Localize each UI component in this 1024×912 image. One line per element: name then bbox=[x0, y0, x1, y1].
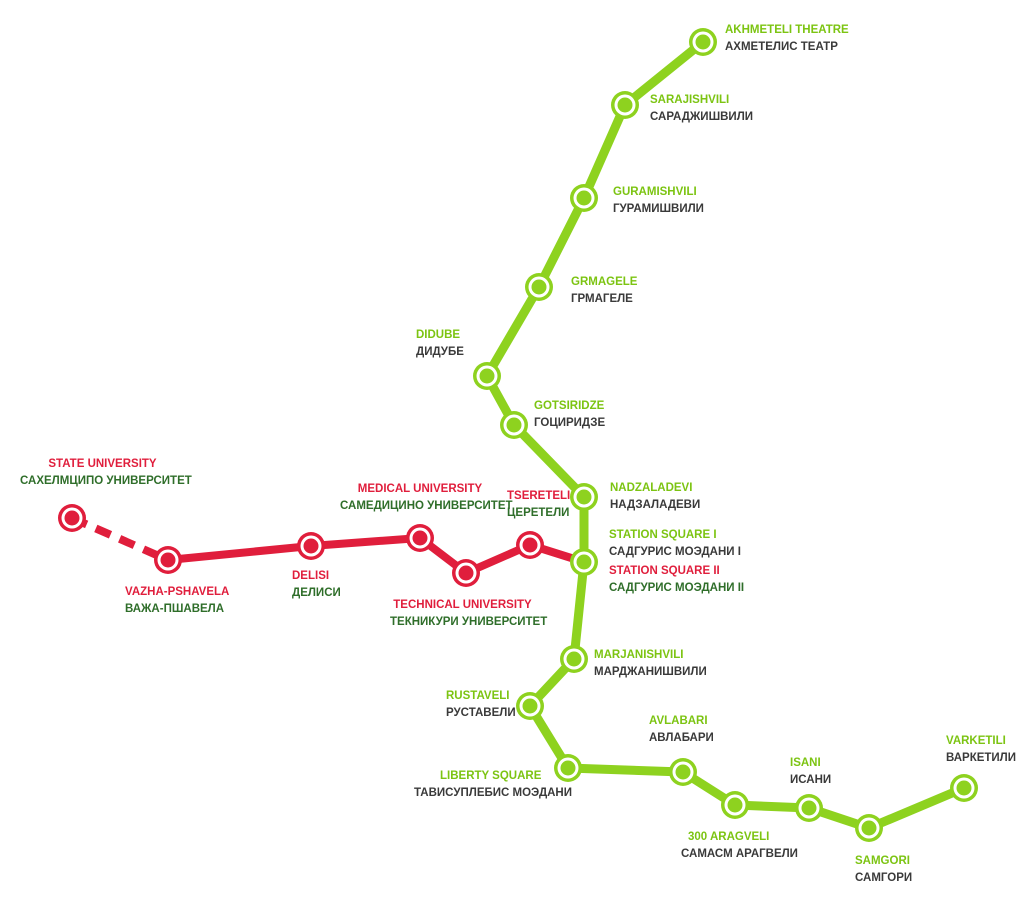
station-name-ru: САДГУРИС МОЭДАНИ II bbox=[609, 581, 745, 594]
label-isani[interactable]: ISANI ИСАНИ bbox=[790, 757, 832, 786]
station-marker-medical-university[interactable] bbox=[406, 524, 434, 552]
station-marker-samgori[interactable] bbox=[855, 814, 883, 842]
station-marker-station-square-1[interactable] bbox=[570, 548, 598, 576]
label-tsereteli[interactable]: TSERETELI ЦЕРЕТЕЛИ bbox=[507, 490, 571, 519]
station-name-ru: ГОЦИРИДЗЕ bbox=[534, 416, 606, 429]
station-name: DIDUBE bbox=[416, 329, 461, 341]
station-name-ru: САМЕДИЦИНО УНИВЕРСИТЕТ bbox=[340, 499, 513, 512]
label-rustaveli[interactable]: RUSTAVELI РУСТАВЕЛИ bbox=[446, 690, 516, 719]
station-marker-technical-university[interactable] bbox=[452, 559, 480, 587]
station-name-ru: ЦЕРЕТЕЛИ bbox=[507, 506, 570, 519]
station-marker-avlabari[interactable] bbox=[669, 758, 697, 786]
label-samgori[interactable]: SAMGORI САМГОРИ bbox=[855, 855, 913, 884]
station-marker-akhmeteli[interactable] bbox=[689, 28, 717, 56]
green-line-track bbox=[482, 37, 969, 833]
label-state-university[interactable]: STATE UNIVERSITY САХЕЛМЦИПО УНИВЕРСИТЕТ bbox=[20, 458, 192, 487]
station-name: AVLABARI bbox=[649, 715, 708, 727]
station-name: STATION SQUARE II bbox=[609, 565, 720, 577]
station-marker-rustaveli[interactable] bbox=[516, 692, 544, 720]
station-name-ru: САХЕЛМЦИПО УНИВЕРСИТЕТ bbox=[20, 474, 192, 487]
label-akhmeteli[interactable]: AKHMETELI THEATRE АХМЕТЕЛИС ТЕАТР bbox=[725, 24, 849, 53]
station-name-ru: ГРМАГЕЛЕ bbox=[571, 292, 633, 305]
station-marker-grmagele[interactable] bbox=[525, 273, 553, 301]
station-name: STATION SQUARE I bbox=[609, 529, 717, 541]
station-marker-marjanishvili[interactable] bbox=[560, 645, 588, 673]
label-medical-university[interactable]: MEDICAL UNIVERSITY САМЕДИЦИНО УНИВЕРСИТЕ… bbox=[340, 483, 513, 512]
station-name-ru: САМГОРИ bbox=[855, 871, 913, 884]
station-name-ru: ВАЖА-ПШАВЕЛА bbox=[125, 602, 225, 615]
station-name: LIBERTY SQUARE bbox=[440, 770, 542, 782]
station-marker-guramishvili[interactable] bbox=[570, 184, 598, 212]
station-name: RUSTAVELI bbox=[446, 690, 510, 702]
station-name-ru: МАРДЖАНИШВИЛИ bbox=[594, 665, 707, 678]
label-gotsiridze[interactable]: GOTSIRIDZE ГОЦИРИДЗЕ bbox=[534, 400, 606, 429]
station-name: STATE UNIVERSITY bbox=[48, 458, 157, 470]
station-name: VAZHA-PSHAVELA bbox=[125, 586, 230, 598]
station-marker-state-university[interactable] bbox=[58, 504, 86, 532]
station-name: GRMAGELE bbox=[571, 276, 638, 288]
label-nadzaladevi[interactable]: NADZALADEVI НАДЗАЛАДЕВИ bbox=[610, 482, 701, 511]
station-name: AKHMETELI THEATRE bbox=[725, 24, 849, 36]
label-vazha-pshavela[interactable]: VAZHA-PSHAVELA ВАЖА-ПШАВЕЛА bbox=[125, 586, 230, 615]
station-name-ru: ТАВИСУПЛЕБИС МОЭДАНИ bbox=[414, 786, 573, 799]
station-name: GOTSIRIDZE bbox=[534, 400, 605, 412]
station-marker-delisi[interactable] bbox=[297, 532, 325, 560]
label-guramishvili[interactable]: GURAMISHVILI ГУРАМИШВИЛИ bbox=[613, 186, 704, 215]
label-station-square-2[interactable]: STATION SQUARE II САДГУРИС МОЭДАНИ II bbox=[609, 565, 745, 594]
station-name: TSERETELI bbox=[507, 490, 571, 502]
station-marker-gotsiridze[interactable] bbox=[500, 411, 528, 439]
station-name-ru: ГУРАМИШВИЛИ bbox=[613, 202, 704, 215]
label-technical-university[interactable]: TECHNICAL UNIVERSITY ТЕКНИКУРИ УНИВЕРСИТ… bbox=[390, 599, 548, 628]
station-marker-isani[interactable] bbox=[795, 794, 823, 822]
label-delisi[interactable]: DELISI ДЕЛИСИ bbox=[292, 570, 341, 599]
station-name-ru: ТЕКНИКУРИ УНИВЕРСИТЕТ bbox=[390, 615, 548, 628]
label-300-aragveli[interactable]: 300 ARAGVELI САМАСМ АРАГВЕЛИ bbox=[681, 831, 798, 860]
label-liberty-square[interactable]: LIBERTY SQUARE ТАВИСУПЛЕБИС МОЭДАНИ bbox=[414, 770, 573, 799]
label-station-square-1[interactable]: STATION SQUARE I САДГУРИС МОЭДАНИ I bbox=[609, 529, 741, 558]
station-name: NADZALADEVI bbox=[610, 482, 693, 494]
station-name: 300 ARAGVELI bbox=[688, 831, 770, 843]
station-name: DELISI bbox=[292, 570, 330, 582]
station-name: SARAJISHVILI bbox=[650, 94, 730, 106]
station-name-ru: ИСАНИ bbox=[790, 773, 832, 786]
station-marker-didube[interactable] bbox=[473, 362, 501, 390]
station-marker-tsereteli[interactable] bbox=[516, 531, 544, 559]
station-name-ru: ДЕЛИСИ bbox=[292, 586, 341, 599]
station-marker-liberty-square[interactable] bbox=[554, 754, 582, 782]
station-name-ru: САМАСМ АРАГВЕЛИ bbox=[681, 847, 798, 860]
station-name: VARKETILI bbox=[946, 735, 1006, 747]
station-marker-varketili[interactable] bbox=[950, 774, 978, 802]
station-name-ru: АВЛАБАРИ bbox=[649, 731, 714, 744]
station-name: GURAMISHVILI bbox=[613, 186, 697, 198]
station-name-ru: ДИДУБЕ bbox=[416, 345, 464, 358]
station-name: TECHNICAL UNIVERSITY bbox=[393, 599, 532, 611]
red-line-dashed-segment bbox=[70, 514, 170, 564]
label-didube[interactable]: DIDUBE ДИДУБЕ bbox=[416, 329, 464, 358]
station-marker-300-aragveli[interactable] bbox=[721, 791, 749, 819]
label-grmagele[interactable]: GRMAGELE ГРМАГЕЛЕ bbox=[571, 276, 638, 305]
station-name: MEDICAL UNIVERSITY bbox=[357, 483, 483, 495]
station-name-ru: РУСТАВЕЛИ bbox=[446, 706, 516, 719]
station-marker-nadzaladevi[interactable] bbox=[570, 483, 598, 511]
station-name: MARJANISHVILI bbox=[594, 649, 684, 661]
station-name-ru: САДГУРИС МОЭДАНИ I bbox=[609, 545, 741, 558]
station-marker-vazha-pshavela[interactable] bbox=[154, 546, 182, 574]
station-name: ISANI bbox=[790, 757, 821, 769]
station-name-ru: ВАРКЕТИЛИ bbox=[946, 751, 1017, 764]
station-name-ru: САРАДЖИШВИЛИ bbox=[650, 110, 754, 123]
station-name: SAMGORI bbox=[855, 855, 910, 867]
label-marjanishvili[interactable]: MARJANISHVILI МАРДЖАНИШВИЛИ bbox=[594, 649, 707, 678]
station-name-ru: НАДЗАЛАДЕВИ bbox=[610, 498, 701, 511]
label-avlabari[interactable]: AVLABARI АВЛАБАРИ bbox=[649, 715, 714, 744]
station-name-ru: АХМЕТЕЛИС ТЕАТР bbox=[725, 40, 838, 53]
label-sarajishvili[interactable]: SARAJISHVILI САРАДЖИШВИЛИ bbox=[650, 94, 754, 123]
label-varketili[interactable]: VARKETILI ВАРКЕТИЛИ bbox=[946, 735, 1017, 764]
station-marker-sarajishvili[interactable] bbox=[611, 91, 639, 119]
